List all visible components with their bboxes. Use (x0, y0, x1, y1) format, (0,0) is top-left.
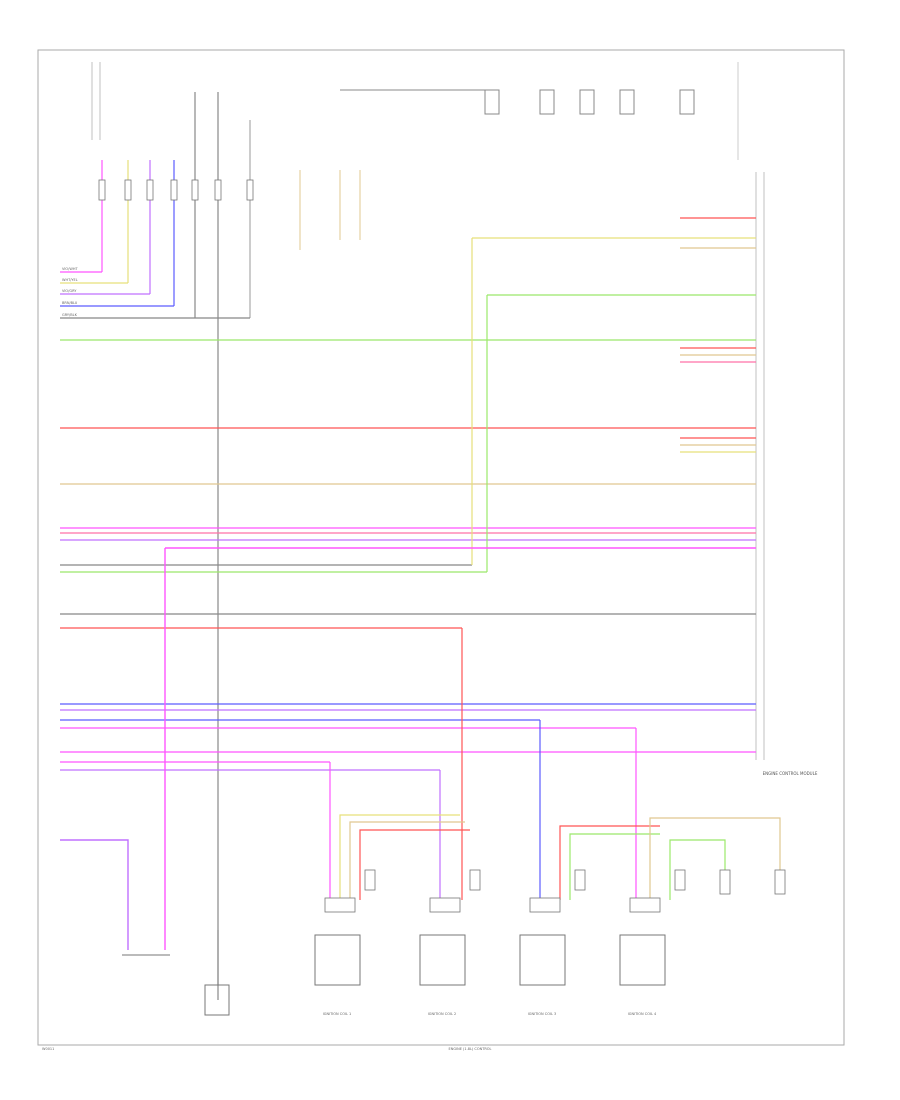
ecm-horizontal-wires (60, 339, 756, 771)
svg-text:WHT/YEL: WHT/YEL (62, 278, 78, 282)
left-wire-labels: VIO/WHT WHT/YEL VIO/GRY BRN/BLU GRY/BLK (62, 267, 78, 317)
lower-left-feeds (60, 547, 756, 950)
coil-drops (329, 628, 781, 900)
right-feed-wires (471, 217, 756, 572)
svg-text:VIO/WHT: VIO/WHT (62, 267, 78, 271)
ignition-coils (314, 934, 666, 986)
ignition-coil-3 (519, 934, 566, 986)
svg-text:IGNITION COIL 4: IGNITION COIL 4 (628, 1012, 657, 1016)
top-center-components (299, 62, 739, 250)
svg-text:IGNITION COIL 1: IGNITION COIL 1 (323, 1012, 352, 1016)
ignition-coil-2 (419, 934, 466, 986)
coil-connectors (324, 869, 786, 913)
ignition-coil-1 (314, 934, 361, 986)
footer-title: ENGINE (1.8L) CONTROL (449, 1047, 492, 1051)
footer-left-id: W0011 (42, 1047, 54, 1051)
lower-left-component (122, 930, 230, 1016)
coil-labels: IGNITION COIL 1 IGNITION COIL 2 IGNITION… (323, 1012, 657, 1016)
inline-connectors (98, 179, 254, 201)
svg-text:IGNITION COIL 2: IGNITION COIL 2 (428, 1012, 457, 1016)
ecm-pin-column (755, 172, 765, 760)
ecm-label: ENGINE CONTROL MODULE (763, 771, 818, 776)
diagram-frame (37, 49, 845, 1046)
svg-text:BRN/BLU: BRN/BLU (62, 301, 78, 305)
left-wire-stack (60, 271, 250, 319)
svg-text:VIO/GRY: VIO/GRY (62, 289, 77, 293)
ignition-coil-4 (619, 934, 666, 986)
svg-text:IGNITION COIL 3: IGNITION COIL 3 (528, 1012, 557, 1016)
top-feed-wires (91, 62, 251, 1000)
svg-text:GRY/BLK: GRY/BLK (62, 313, 78, 317)
